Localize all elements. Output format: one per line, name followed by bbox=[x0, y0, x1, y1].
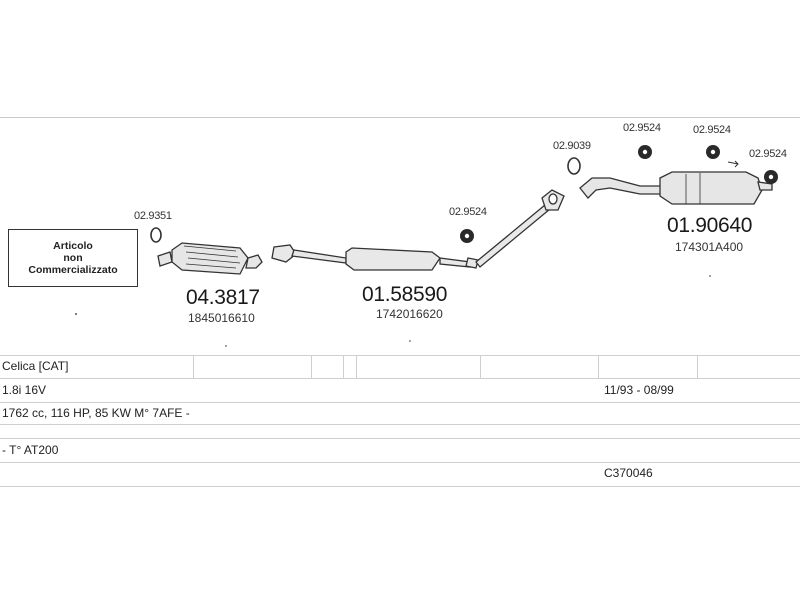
vehicle-engine: 1.8i 16V bbox=[2, 383, 47, 397]
notice-line-3: Commercializzato bbox=[28, 264, 118, 276]
vehicle-type: - T° AT200 bbox=[2, 443, 59, 457]
mount-4-label[interactable]: 02.9524 bbox=[749, 148, 787, 160]
gasket-front-label[interactable]: 02.9351 bbox=[134, 210, 172, 222]
mount-2-label[interactable]: 02.9524 bbox=[623, 122, 661, 134]
table-column-line bbox=[356, 355, 357, 378]
top-border bbox=[0, 117, 800, 118]
middle-silencer-part-number[interactable]: 01.58590 bbox=[362, 283, 448, 306]
vehicle-specs: 1762 cc, 116 HP, 85 KW M° 7AFE - bbox=[2, 406, 190, 420]
catalyst-oem-number: 1845016610 bbox=[188, 311, 255, 325]
table-row-line bbox=[0, 402, 800, 403]
table-column-line bbox=[311, 355, 312, 378]
table-row-line bbox=[0, 378, 800, 379]
vehicle-code: C370046 bbox=[604, 466, 653, 480]
vehicle-model: Celica [CAT] bbox=[2, 359, 69, 373]
table-row-line bbox=[0, 355, 800, 356]
table-row-line bbox=[0, 486, 800, 487]
table-column-line bbox=[480, 355, 481, 378]
table-column-line bbox=[343, 355, 344, 378]
middle-pipe-shape bbox=[271, 189, 565, 271]
table-column-line bbox=[598, 355, 599, 378]
clamp-label[interactable]: 02.9039 bbox=[553, 140, 591, 152]
catalyst-part-number[interactable]: 04.3817 bbox=[186, 286, 260, 309]
notice-line-1: Articolo bbox=[53, 240, 93, 252]
arrow-icon bbox=[727, 160, 739, 168]
table-column-line bbox=[193, 355, 194, 378]
table-row-line bbox=[0, 438, 800, 439]
rear-silencer-part-number[interactable]: 01.90640 bbox=[667, 214, 753, 237]
rear-silencer-shape bbox=[579, 171, 773, 205]
catalytic-converter-shape bbox=[157, 242, 263, 275]
table-row-line bbox=[0, 424, 800, 425]
mount-3-label[interactable]: 02.9524 bbox=[693, 124, 731, 136]
mount-1-label[interactable]: 02.9524 bbox=[449, 206, 487, 218]
rear-silencer-oem-number: 174301A400 bbox=[675, 240, 744, 254]
not-available-notice: Articolo non Commercializzato bbox=[8, 229, 138, 287]
vehicle-years: 11/93 - 08/99 bbox=[604, 383, 674, 397]
middle-silencer-oem-number: 1742016620 bbox=[376, 307, 443, 321]
clamp-ring-icon bbox=[567, 157, 581, 175]
table-row-line bbox=[0, 462, 800, 463]
table-column-line bbox=[697, 355, 698, 378]
gasket-ring-icon bbox=[150, 227, 162, 243]
notice-line-2: non bbox=[63, 252, 83, 264]
